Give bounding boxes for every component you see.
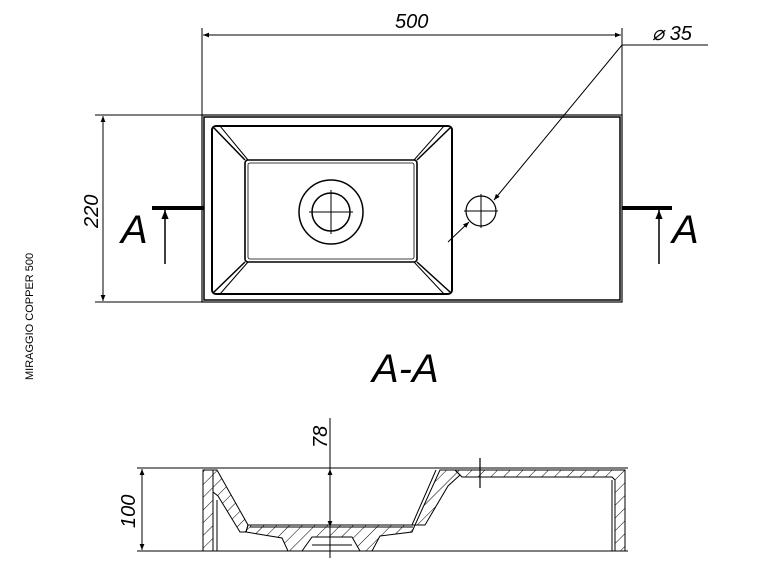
plan-view: 500 220 ⌀ 35 A — [81, 11, 708, 303]
section-marker-right: A — [670, 208, 699, 252]
section-height-dimension: 100 — [118, 495, 140, 528]
section-marker-left: A — [119, 208, 148, 252]
hole-diameter-dimension: ⌀ 35 — [652, 23, 693, 45]
width-dimension: 500 — [395, 11, 428, 33]
section-title: A-A — [370, 347, 439, 391]
depth-dimension: 78 — [310, 426, 332, 448]
section-view: 100 78 — [118, 418, 628, 558]
drain-outer-circle — [298, 179, 364, 245]
height-dimension: 220 — [81, 195, 103, 229]
model-label: MIRAGGIO COPPER 500 — [24, 253, 36, 380]
